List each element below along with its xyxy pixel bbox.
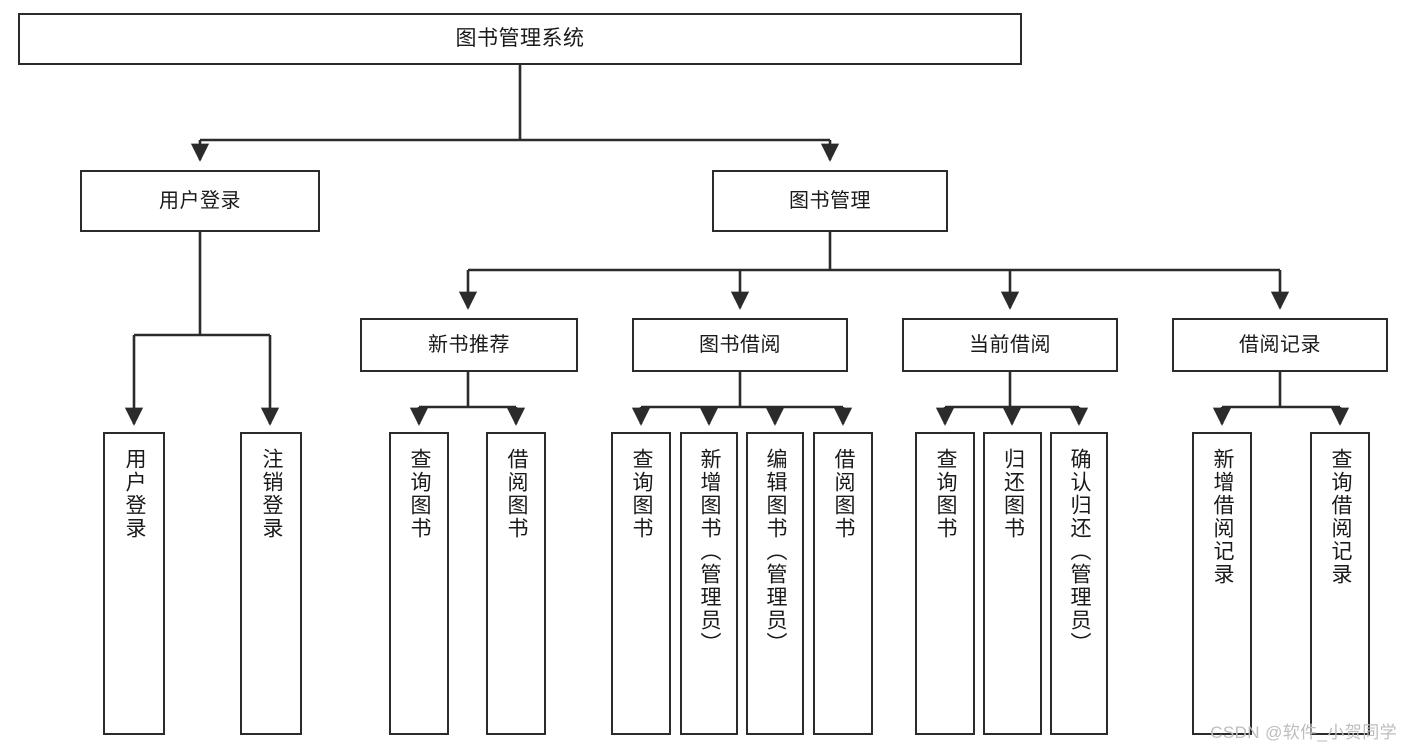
node-label: 图书借阅 <box>699 333 781 356</box>
node-label: 查询图书 <box>630 448 654 540</box>
leaf-query-book-recommend[interactable]: 查询图书 <box>389 432 449 735</box>
node-label: 图书管理系统 <box>455 27 585 51</box>
node-label: 借阅图书 <box>832 448 856 540</box>
leaf-user-login[interactable]: 用户登录 <box>103 432 165 735</box>
node-label: 借阅图书 <box>505 448 529 540</box>
leaf-add-book-admin[interactable]: 新增图书（管理员） <box>680 432 738 735</box>
node-label: 编辑图书（管理员） <box>764 448 788 655</box>
node-book-borrow[interactable]: 图书借阅 <box>632 318 848 372</box>
node-label: 新增图书（管理员） <box>698 448 722 655</box>
leaf-edit-book-admin[interactable]: 编辑图书（管理员） <box>746 432 804 735</box>
node-new-book-recommend[interactable]: 新书推荐 <box>360 318 578 372</box>
leaf-query-book-current[interactable]: 查询图书 <box>915 432 975 735</box>
node-label: 用户登录 <box>159 189 241 212</box>
leaf-return-book[interactable]: 归还图书 <box>983 432 1042 735</box>
leaf-add-borrow-record[interactable]: 新增借阅记录 <box>1192 432 1252 735</box>
leaf-borrow-book-recommend[interactable]: 借阅图书 <box>486 432 546 735</box>
node-label: 查询图书 <box>408 448 432 540</box>
node-user-login[interactable]: 用户登录 <box>80 170 320 232</box>
node-label: 确认归还（管理员） <box>1068 448 1092 655</box>
node-label: 借阅记录 <box>1239 333 1321 356</box>
leaf-query-borrow-record[interactable]: 查询借阅记录 <box>1310 432 1370 735</box>
node-label: 用户登录 <box>123 448 147 540</box>
node-root-system[interactable]: 图书管理系统 <box>18 13 1022 65</box>
leaf-query-book-borrow[interactable]: 查询图书 <box>611 432 671 735</box>
node-current-borrow[interactable]: 当前借阅 <box>902 318 1118 372</box>
node-label: 注销登录 <box>260 448 284 540</box>
node-label: 图书管理 <box>789 189 871 212</box>
node-label: 新增借阅记录 <box>1211 448 1235 586</box>
node-label: 新书推荐 <box>428 333 510 356</box>
node-label: 查询图书 <box>934 448 958 540</box>
node-book-management[interactable]: 图书管理 <box>712 170 948 232</box>
node-borrow-record[interactable]: 借阅记录 <box>1172 318 1388 372</box>
leaf-confirm-return-admin[interactable]: 确认归还（管理员） <box>1050 432 1108 735</box>
leaf-borrow-book[interactable]: 借阅图书 <box>813 432 873 735</box>
node-label: 当前借阅 <box>969 333 1051 356</box>
csdn-watermark: CSDN @软件_小贺同学 <box>1210 723 1397 742</box>
node-label: 归还图书 <box>1001 448 1025 540</box>
node-label: 查询借阅记录 <box>1329 448 1353 586</box>
leaf-logout[interactable]: 注销登录 <box>240 432 302 735</box>
